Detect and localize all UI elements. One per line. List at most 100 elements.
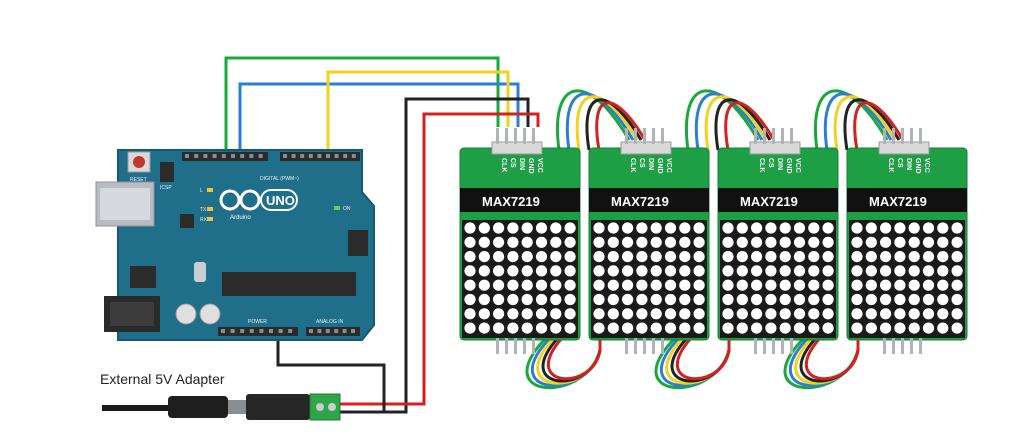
led-dot bbox=[693, 251, 705, 263]
led-dot bbox=[636, 222, 648, 234]
led-dot bbox=[880, 251, 892, 263]
led-dot bbox=[636, 265, 648, 277]
power-analog-pin bbox=[230, 329, 235, 333]
module-output-pin bbox=[919, 338, 922, 354]
led-dot bbox=[535, 308, 548, 320]
dc-barrel-jack bbox=[246, 394, 310, 420]
led-dot bbox=[951, 236, 963, 248]
led-dot bbox=[535, 222, 548, 234]
digital-pin bbox=[194, 154, 199, 158]
led-dot bbox=[535, 322, 548, 334]
voltage-regulator bbox=[130, 266, 156, 288]
led-dot bbox=[636, 293, 648, 306]
led-dot bbox=[636, 251, 648, 263]
tx-led bbox=[207, 207, 213, 211]
led-dot bbox=[851, 265, 863, 277]
chain-wire-upper bbox=[575, 95, 639, 151]
led-dot bbox=[664, 222, 677, 234]
module-input-pin bbox=[532, 128, 535, 144]
led-dot bbox=[636, 279, 648, 291]
led-dot bbox=[564, 265, 576, 277]
terminal-screw-1 bbox=[316, 403, 324, 411]
led-dot bbox=[736, 279, 748, 291]
module-output-pin bbox=[496, 338, 499, 354]
dc-plug-tip bbox=[228, 400, 246, 414]
module-input-pin bbox=[505, 128, 508, 144]
led-dot bbox=[636, 308, 648, 320]
module-output-pin bbox=[652, 338, 655, 354]
led-dot bbox=[779, 308, 791, 320]
led-dot bbox=[607, 308, 619, 320]
signal-wires bbox=[224, 56, 540, 414]
led-dot bbox=[880, 293, 892, 306]
led-dot bbox=[793, 293, 806, 306]
chain-wire-lower bbox=[804, 156, 860, 381]
led-dot bbox=[478, 222, 490, 234]
l-led bbox=[207, 188, 213, 192]
led-dot bbox=[722, 251, 734, 263]
led-dot bbox=[550, 279, 562, 291]
led-dot bbox=[851, 308, 863, 320]
led-dot bbox=[822, 222, 834, 234]
module-input-pin bbox=[496, 128, 499, 144]
led-dot bbox=[507, 322, 519, 334]
digital-pin bbox=[221, 154, 226, 158]
led-dot bbox=[908, 236, 920, 248]
led-dot bbox=[894, 222, 906, 234]
module-input-pin bbox=[763, 128, 766, 144]
chip-label: MAX7219 bbox=[869, 194, 927, 209]
led-dot bbox=[521, 279, 533, 291]
led-dot bbox=[765, 293, 777, 306]
led-dot bbox=[937, 222, 949, 234]
led-dot bbox=[535, 236, 548, 248]
led-dot bbox=[535, 279, 548, 291]
led-dot bbox=[650, 236, 662, 248]
led-dot bbox=[664, 322, 677, 334]
tx-led-label: TX bbox=[200, 207, 207, 213]
led-dot bbox=[908, 279, 920, 291]
led-dot bbox=[693, 308, 705, 320]
wire-blue-cs bbox=[238, 82, 520, 152]
max7219-chip bbox=[718, 188, 838, 212]
led-dot bbox=[865, 265, 877, 277]
led-dot bbox=[779, 222, 791, 234]
led-dot bbox=[521, 222, 533, 234]
led-dot bbox=[550, 308, 562, 320]
led-dot bbox=[679, 265, 691, 277]
led-dot bbox=[793, 265, 806, 277]
led-dot bbox=[765, 251, 777, 263]
crystal-oscillator bbox=[194, 262, 206, 282]
adapter-label: External 5V Adapter bbox=[100, 371, 225, 387]
led-dot bbox=[922, 279, 935, 291]
led-dot bbox=[779, 279, 791, 291]
chain-wire-upper bbox=[585, 98, 643, 151]
led-dot bbox=[894, 236, 906, 248]
max7219-module-chain: VCCGNDDINCSCLKMAX7219VCCGNDDINCSCLKMAX72… bbox=[459, 89, 968, 390]
led-dot bbox=[593, 322, 605, 334]
led-dot bbox=[736, 236, 748, 248]
led-dot bbox=[894, 322, 906, 334]
module-input-pin bbox=[919, 128, 922, 144]
led-dot bbox=[880, 308, 892, 320]
led-dot bbox=[865, 222, 877, 234]
led-dot bbox=[607, 293, 619, 306]
module-input-pin bbox=[892, 128, 895, 144]
led-dot bbox=[779, 265, 791, 277]
power-analog-pin bbox=[342, 329, 347, 333]
led-dot bbox=[880, 279, 892, 291]
module-input-pin bbox=[523, 128, 526, 144]
led-dot bbox=[722, 322, 734, 334]
max7219-chip bbox=[460, 188, 580, 212]
module-pin-label: CLK bbox=[629, 158, 636, 172]
led-dot bbox=[550, 251, 562, 263]
led-dot bbox=[751, 251, 763, 263]
module-input-pin bbox=[910, 128, 913, 144]
module-input-pin bbox=[625, 128, 628, 144]
led-dot bbox=[650, 222, 662, 234]
led-dot bbox=[822, 308, 834, 320]
led-dot bbox=[535, 265, 548, 277]
led-dot bbox=[908, 265, 920, 277]
chain-wire-upper bbox=[714, 98, 772, 151]
led-dot bbox=[779, 293, 791, 306]
